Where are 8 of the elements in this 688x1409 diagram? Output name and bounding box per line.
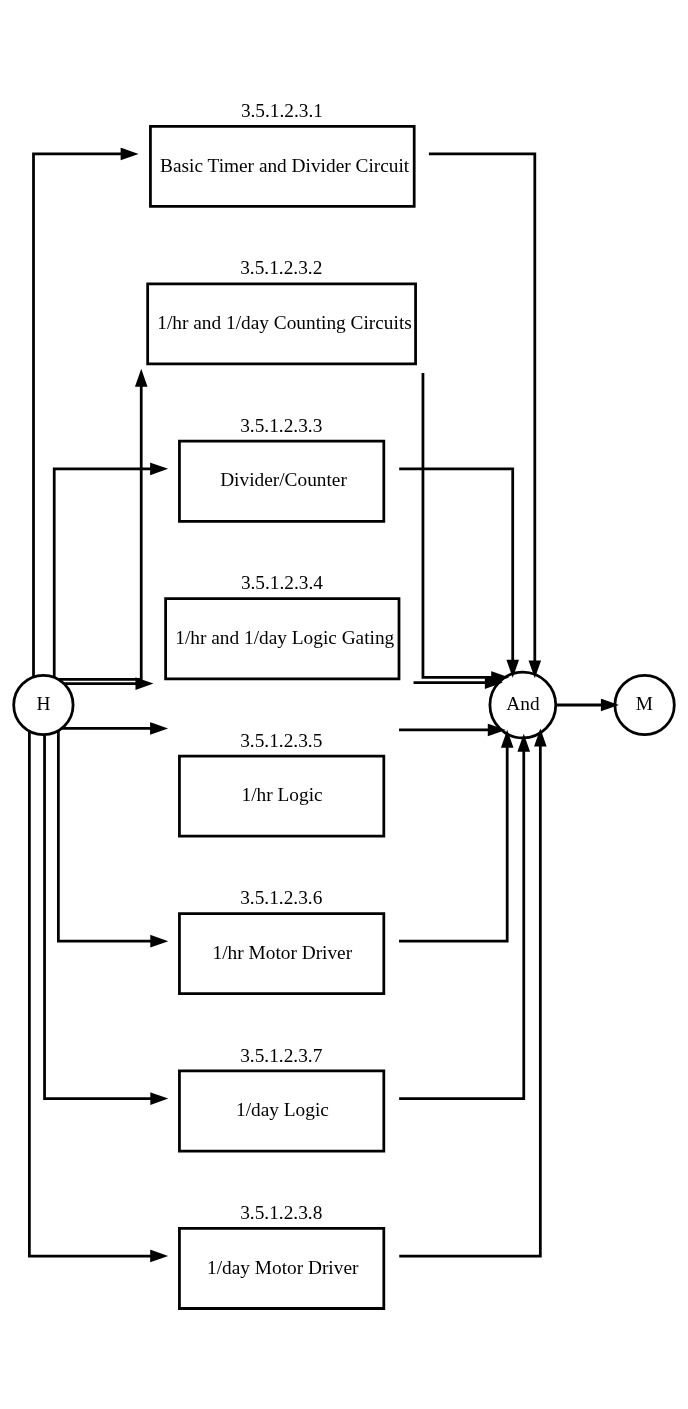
node-label: 3.5.1.2.3.2 xyxy=(240,256,323,278)
node-label: 3.5.1.2.3.1 xyxy=(240,99,324,121)
node-label: 3.5.1.2.3.5 xyxy=(240,729,323,751)
node-label: 3.5.1.2.3.8 xyxy=(240,1201,323,1223)
node-label: 3.5.1.2.3.3 xyxy=(240,414,323,436)
node-label: 3.5.1.2.3.7 xyxy=(240,1044,323,1066)
node-label: 3.5.1.2.3.4 xyxy=(240,571,324,593)
node-label: 3.5.1.2.3.6 xyxy=(240,886,323,908)
